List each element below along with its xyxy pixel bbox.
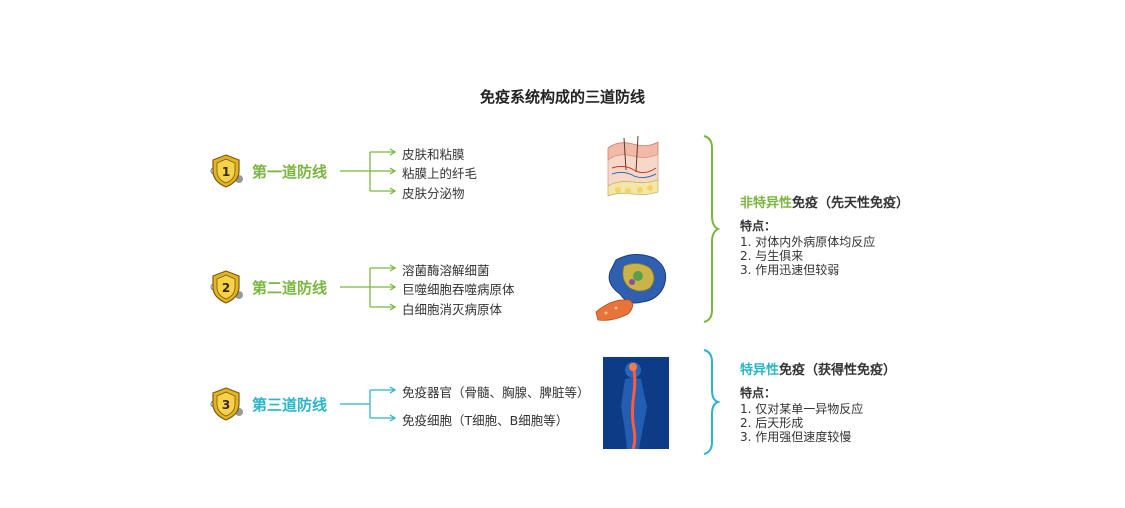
line-2-item: 白细胞消灭病原体 xyxy=(402,302,503,317)
line-label-1: 第一道防线 xyxy=(252,163,328,181)
skin-layers-image xyxy=(607,135,659,197)
specific-immunity-title: 特异性免疫（获得性免疫） xyxy=(740,359,896,378)
feature-item: 2. 与生俱来 xyxy=(740,249,804,263)
diagram-title: 免疫系统构成的三道防线 xyxy=(479,88,645,106)
features-title: 特点： xyxy=(740,386,777,400)
line-3-item: 免疫细胞（T细胞、B细胞等） xyxy=(402,413,569,428)
feature-item: 3. 作用强但速度较慢 xyxy=(740,430,852,444)
shield-badge-icon: 1 xyxy=(210,154,243,188)
specific-rest: 免疫（获得性免疫） xyxy=(779,363,897,378)
macrophage-image xyxy=(595,254,667,321)
nonspecific-immunity-title: 非特异性免疫（先天性免疫） xyxy=(740,192,909,211)
badge-number: 1 xyxy=(222,165,230,179)
specific-highlight: 特异性 xyxy=(740,363,780,378)
line-label-2: 第二道防线 xyxy=(252,279,328,297)
nonspecific-rest: 免疫（先天性免疫） xyxy=(792,196,910,211)
line-1-item: 皮肤和粘膜 xyxy=(402,147,465,162)
feature-item: 3. 作用迅速但较弱 xyxy=(740,263,840,277)
shield-badge-icon: 3 xyxy=(210,387,243,421)
feature-item: 1. 对体内外病原体均反应 xyxy=(740,235,876,249)
feature-item: 1. 仅对某单一异物反应 xyxy=(740,402,864,416)
bracket-cyan xyxy=(703,349,720,455)
feature-item: 2. 后天形成 xyxy=(740,416,804,430)
line-1-item: 粘膜上的纤毛 xyxy=(402,166,478,181)
badge-number: 3 xyxy=(222,398,230,412)
line-2-item: 巨噬细胞吞噬病原体 xyxy=(402,282,515,297)
line-label-3: 第三道防线 xyxy=(252,396,328,414)
human-spine-image xyxy=(603,357,669,449)
line-2-item: 溶菌酶溶解细菌 xyxy=(402,263,490,278)
line-1-item: 皮肤分泌物 xyxy=(402,186,465,201)
nonspecific-highlight: 非特异性 xyxy=(740,196,793,211)
badge-number: 2 xyxy=(222,281,230,295)
shield-badge-icon: 2 xyxy=(210,270,243,304)
bracket-green xyxy=(703,135,720,323)
features-title: 特点： xyxy=(740,219,777,233)
line-3-item: 免疫器官（骨髓、胸腺、脾脏等） xyxy=(402,385,590,400)
